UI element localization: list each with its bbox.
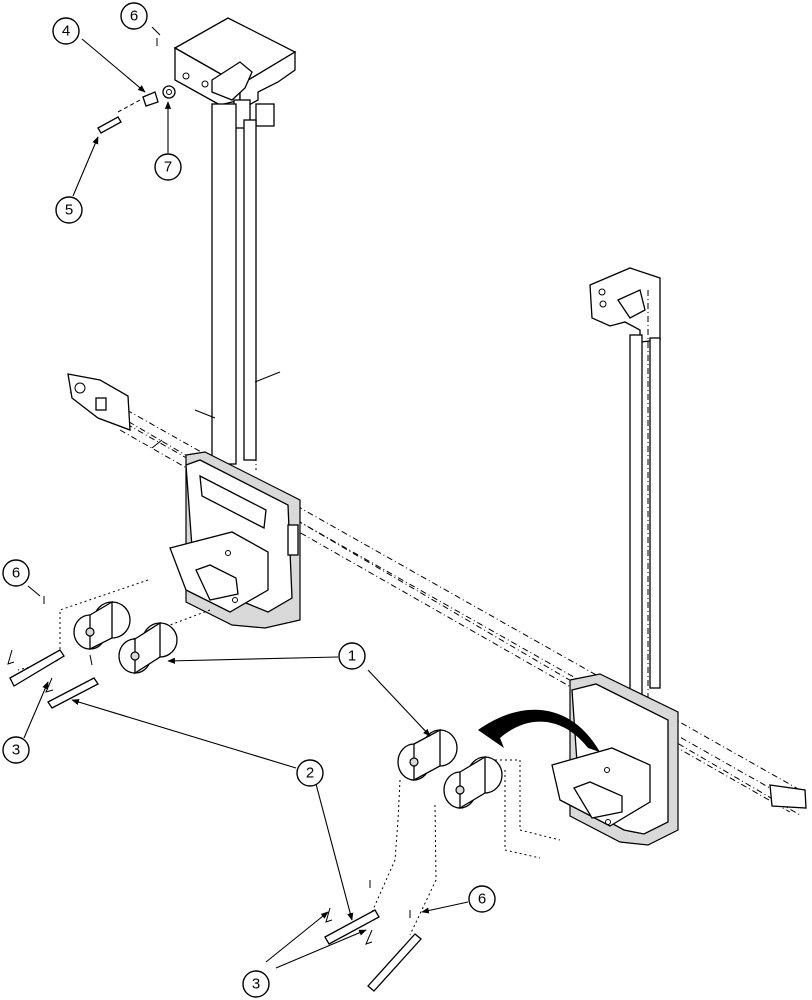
callout-7: 7 (154, 153, 182, 181)
callout-3-left: 3 (2, 736, 30, 764)
left-roller-pair (73, 600, 178, 675)
right-roller-pair (397, 728, 503, 810)
upper-hardware (97, 85, 176, 449)
callout-2: 2 (296, 759, 324, 787)
leader-lines (23, 26, 469, 969)
right-cradle-housing (551, 673, 679, 846)
callout-1: 1 (338, 642, 366, 670)
callout-3-bottom: 3 (242, 970, 270, 998)
upper-left-bracket (173, 17, 297, 470)
left-cradle-housing (169, 451, 301, 629)
svg-text:3: 3 (252, 976, 260, 993)
svg-text:2: 2 (306, 765, 314, 782)
svg-text:4: 4 (62, 23, 70, 40)
cotter-pins (7, 38, 411, 945)
callout-6-bottom: 6 (468, 885, 496, 913)
svg-text:6: 6 (478, 891, 486, 908)
installation-arrow (478, 709, 600, 752)
svg-text:1: 1 (348, 648, 356, 665)
svg-text:6: 6 (130, 8, 138, 25)
svg-text:6: 6 (12, 565, 20, 582)
svg-text:5: 5 (65, 202, 73, 219)
pins (9, 649, 422, 992)
callout-4: 4 (52, 17, 80, 45)
callout-5: 5 (55, 196, 83, 224)
callout-6-left: 6 (2, 559, 30, 587)
svg-text:3: 3 (12, 742, 20, 759)
callout-6-top: 6 (120, 2, 148, 30)
upper-right-post (589, 267, 661, 700)
svg-text:7: 7 (164, 159, 172, 176)
